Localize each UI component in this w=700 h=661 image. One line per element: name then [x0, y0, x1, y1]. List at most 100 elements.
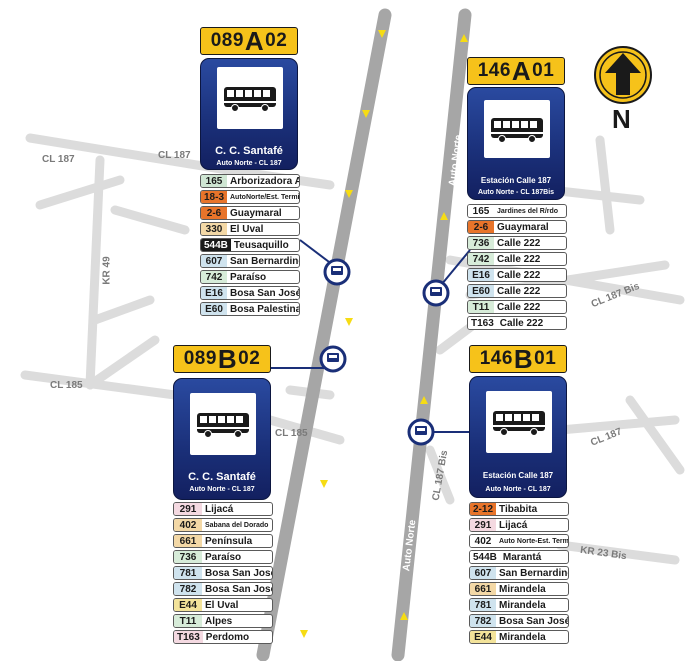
stop-name: C. C. Santafé	[188, 471, 256, 483]
bus-icon	[493, 411, 545, 436]
stop-code-prefix: 146	[477, 60, 511, 81]
stop-code-suffix: 02	[238, 348, 261, 369]
highway-west	[256, 8, 392, 661]
bus-stop-markers	[319, 258, 450, 446]
bus-sign-panel	[486, 391, 552, 453]
route-code: 291	[470, 519, 496, 531]
route-destination: Marantá	[502, 551, 542, 563]
stop-name: C. C. Santafé	[215, 145, 283, 157]
route-code: 742	[468, 253, 494, 265]
route-code: 402	[174, 519, 202, 531]
route-code: 2-6	[201, 207, 227, 219]
route-destination: Jardines del R/rdo	[497, 207, 559, 215]
route-code: 402	[470, 535, 496, 547]
route-destination: Arborizadora Alta	[230, 175, 299, 187]
bus-icon	[224, 87, 276, 112]
street-cl187bis-sw	[425, 445, 455, 505]
route-destination: Calle 222	[497, 285, 541, 297]
stop-code-letter: B	[217, 344, 238, 374]
stop-location: Auto Norte - CL 187Bis	[477, 189, 555, 196]
route-code: 782	[174, 583, 202, 595]
route-code: E44	[470, 631, 496, 643]
route-destination: Auto Norte-Est. Terminal	[499, 537, 569, 545]
route-code: 544B	[201, 239, 231, 251]
street-minor-7	[545, 185, 645, 205]
route-code: 291	[174, 503, 202, 515]
direction-arrow	[320, 480, 328, 488]
stop-code-letter: A	[244, 26, 265, 56]
direction-arrow	[378, 30, 386, 38]
route-code: 781	[470, 599, 496, 611]
bus-stop-marker-icon	[323, 258, 351, 286]
bus-sign-panel	[217, 67, 283, 129]
stop-code-prefix: 146	[479, 348, 513, 369]
street-cl187-east	[555, 415, 680, 435]
route-destination: Perdomo	[205, 631, 250, 643]
stop-name: Estación Calle 187	[480, 176, 552, 185]
route-destination: San Bernardino	[230, 255, 300, 267]
stop-code-prefix: 089	[183, 348, 217, 369]
route-code: 165	[201, 175, 227, 187]
route-code: 661	[470, 583, 496, 595]
route-destination: Sabana del Dorado	[205, 521, 269, 529]
route-code: 781	[174, 567, 202, 579]
street-minor-8	[595, 135, 615, 235]
route-destination: Tibabita	[499, 503, 538, 515]
route-code: 165	[468, 205, 494, 217]
route-code: E44	[174, 599, 202, 611]
stop-code-letter: A	[511, 56, 532, 86]
route-destination: El Uval	[230, 223, 264, 235]
bus-stop-marker-icon	[319, 345, 347, 373]
street-kr23bis	[555, 540, 680, 565]
street-label: CL 185	[50, 380, 83, 391]
direction-arrow	[345, 318, 353, 326]
street-label: CL 187	[42, 154, 75, 165]
route-destination: Mirandela	[499, 631, 546, 643]
route-code: 742	[201, 271, 227, 283]
route-destination: Bosa Palestina	[230, 303, 300, 315]
route-code: E16	[201, 287, 227, 299]
route-code: T11	[468, 301, 494, 313]
street-label: CL 187	[158, 150, 191, 161]
route-destination: Paraíso	[230, 271, 267, 283]
route-destination: Península	[205, 535, 253, 547]
route-destination: Paraíso	[205, 551, 242, 563]
direction-arrow	[420, 396, 428, 404]
route-code: 2-6	[468, 221, 494, 233]
route-destination: Calle 222	[499, 317, 544, 329]
route-destination: AutoNorte/Est. Terminal	[230, 193, 300, 201]
route-destination: San Bernardino	[499, 567, 569, 579]
route-destination: Lijacá	[205, 503, 234, 515]
direction-arrow	[400, 612, 408, 620]
route-destination: Bosa San José	[205, 583, 273, 595]
route-code: 330	[201, 223, 227, 235]
